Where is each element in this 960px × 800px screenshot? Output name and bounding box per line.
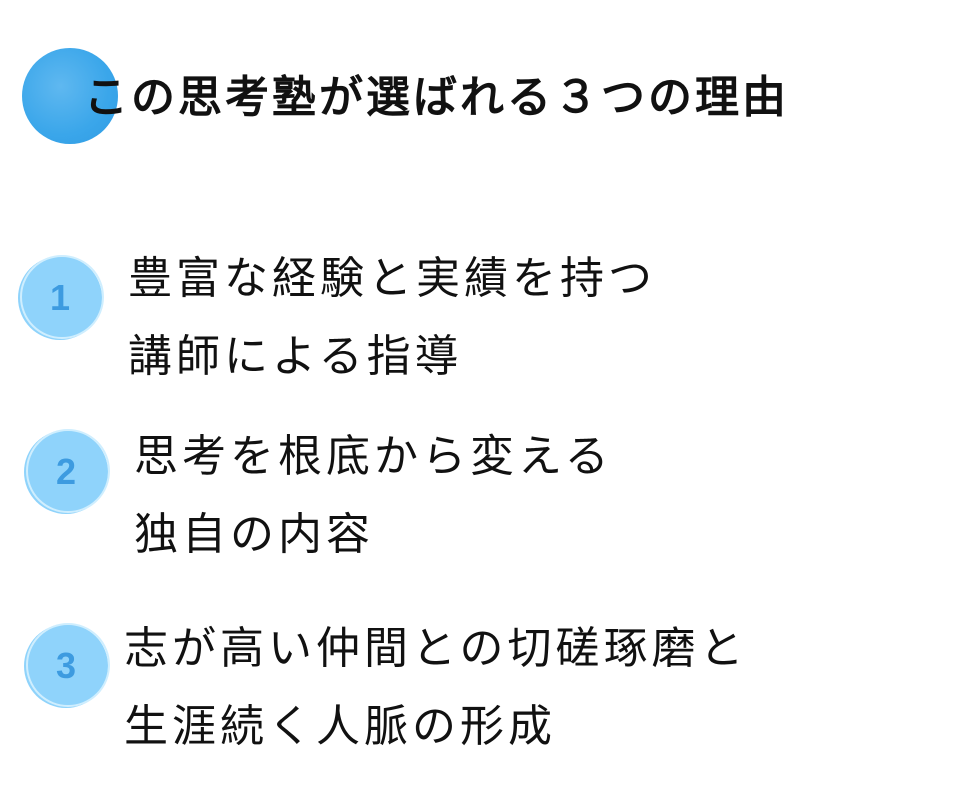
reason-number: 2 xyxy=(55,451,77,492)
reason-number: 3 xyxy=(55,645,77,686)
reason-number: 1 xyxy=(49,277,71,318)
reason-item-1: 1 豊富な経験と実績を持つ 講師による指導 xyxy=(0,240,960,382)
reason-item-3: 3 志が高い仲間との切磋琢磨と 生涯続く人脈の形成 xyxy=(0,610,960,752)
reason-line-2: 講師による指導 xyxy=(128,331,463,382)
reason-item-2: 2 思考を根底から変える 独自の内容 xyxy=(0,418,960,560)
reason-number-badge: 3 xyxy=(24,623,110,708)
reason-line-2: 独自の内容 xyxy=(134,509,374,560)
reason-number-badge: 2 xyxy=(24,429,110,514)
reason-line-1: 思考を根底から変える xyxy=(134,431,613,482)
reason-line-2: 生涯続く人脈の形成 xyxy=(124,701,556,752)
header-decoration-circle xyxy=(22,48,118,144)
reason-text: 豊富な経験と実績を持つ 講師による指導 xyxy=(128,240,656,396)
page-title: この思考塾が選ばれる３つの理由 xyxy=(84,72,789,123)
reason-line-1: 志が高い仲間との切磋琢磨と xyxy=(124,623,748,674)
reason-line-1: 豊富な経験と実績を持つ xyxy=(128,253,656,304)
reason-text: 志が高い仲間との切磋琢磨と 生涯続く人脈の形成 xyxy=(124,610,748,766)
reason-number-badge: 1 xyxy=(18,255,104,340)
reason-text: 思考を根底から変える 独自の内容 xyxy=(134,418,613,574)
